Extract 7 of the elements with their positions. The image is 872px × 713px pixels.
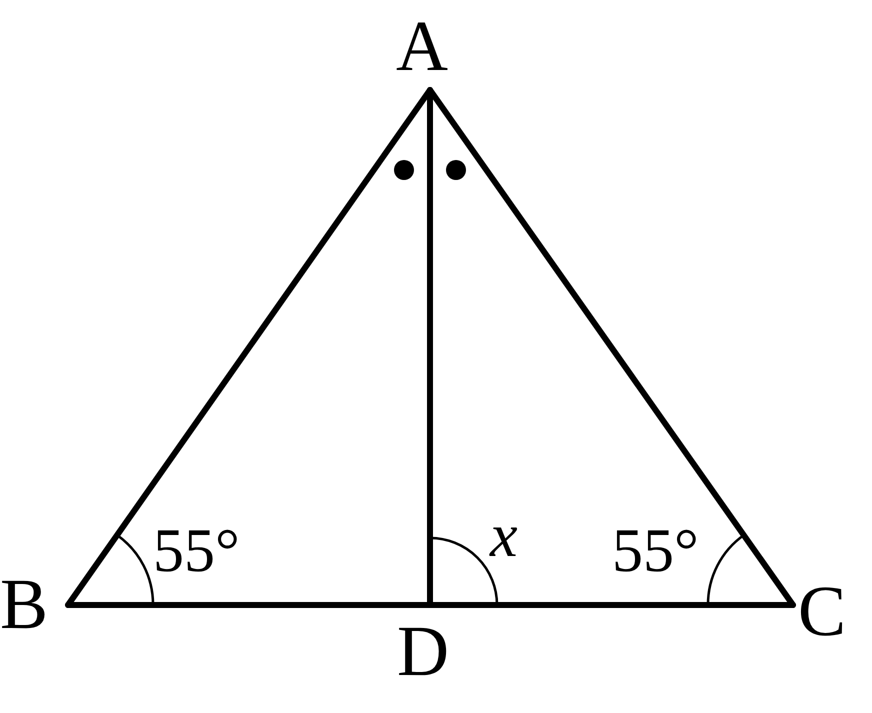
vertex-label: B	[0, 568, 48, 640]
angle-label: 55°	[612, 520, 699, 582]
angle-label: 55°	[153, 520, 240, 582]
vertex-label: D	[397, 615, 449, 687]
vertex-label: A	[396, 10, 448, 82]
angle-label: x	[490, 505, 518, 567]
vertex-label: C	[798, 575, 846, 647]
